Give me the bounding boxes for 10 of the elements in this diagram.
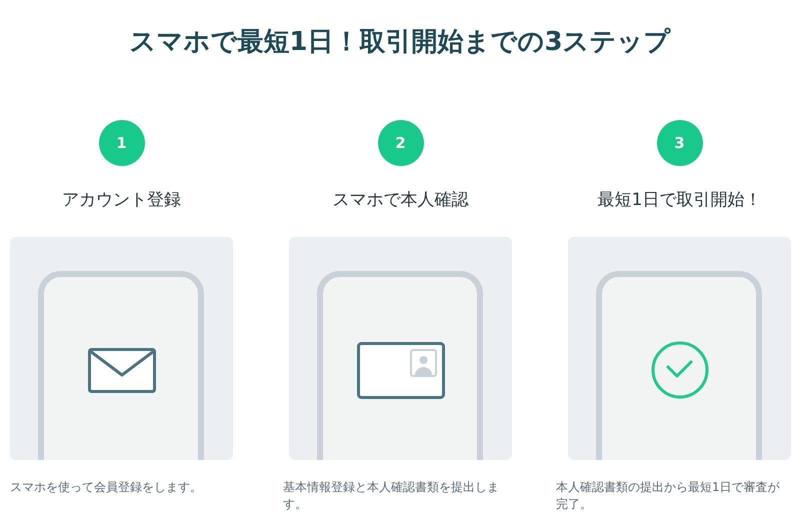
step-heading: スマホで本人確認 <box>332 189 470 212</box>
step-description: 本人確認書類の提出から最短1日で審査が完了。 <box>556 479 781 513</box>
title: スマホで最短1日！取引開始までの3ステップ <box>128 26 672 59</box>
step-description: 基本情報登録と本人確認書類を提出します。 <box>283 479 500 513</box>
step-number-circle: 3 <box>656 120 702 166</box>
step-heading: アカウント登録 <box>61 189 182 212</box>
step-number-circle: 2 <box>378 120 424 166</box>
step-description: スマホを使って会員登録をします。 <box>10 479 203 496</box>
step-number-circle: 1 <box>98 120 144 166</box>
step-heading: 最短1日で取引開始！ <box>596 189 762 212</box>
